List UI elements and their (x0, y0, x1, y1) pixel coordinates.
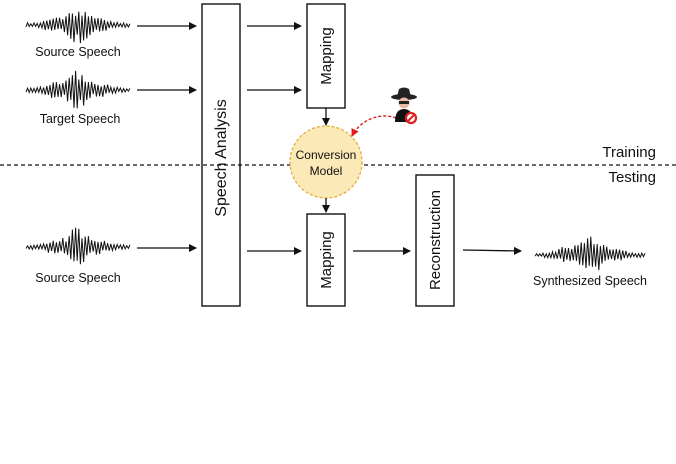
mapping-box-top (306, 3, 346, 109)
training-label: Training (602, 144, 656, 161)
source-speech-waveform-top (25, 11, 131, 44)
synthesized-speech-label: Synthesized Speech (533, 274, 647, 288)
synthesized-speech-waveform (534, 236, 646, 271)
conversion-label-line1: Conversion (296, 148, 357, 162)
speech-analysis-box (201, 3, 241, 307)
source-speech-label-bottom: Source Speech (35, 271, 121, 285)
testing-label: Testing (608, 169, 656, 186)
source-speech-waveform-bottom (25, 227, 131, 265)
source-speech-label-top: Source Speech (35, 45, 121, 59)
reconstruction-box (415, 174, 455, 307)
conversion-label-line2: Model (310, 164, 343, 178)
target-speech-label: Target Speech (40, 112, 121, 126)
mapping-label-top: Mapping (318, 27, 335, 85)
arrow-reconstruction-to-output (462, 246, 522, 255)
attacker-spy-icon (391, 87, 418, 125)
mapping-box-bottom (306, 213, 346, 307)
target-speech-waveform (25, 70, 131, 109)
mapping-label-bottom: Mapping (318, 231, 335, 289)
speech-analysis-label: Speech Analysis (213, 99, 230, 216)
attacker-arrow (351, 115, 397, 137)
conversion-model-node (289, 125, 363, 199)
forbidden-badge-slash (407, 114, 415, 122)
reconstruction-label: Reconstruction (427, 190, 444, 290)
